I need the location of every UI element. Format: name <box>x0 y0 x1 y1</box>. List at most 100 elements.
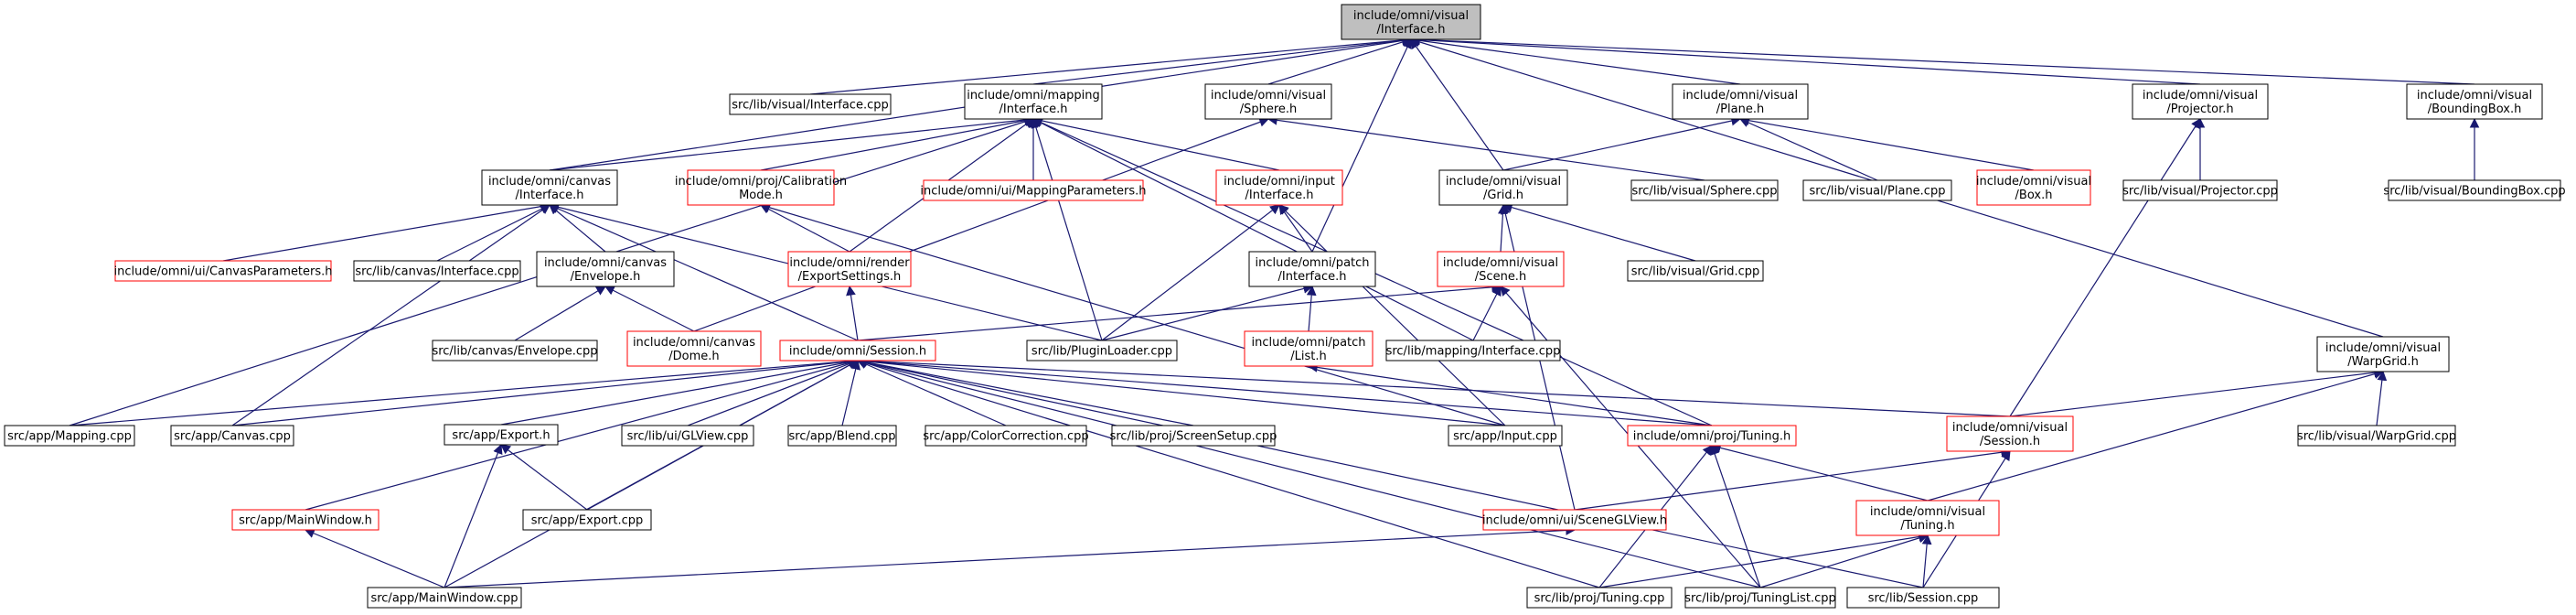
node-box <box>779 340 936 361</box>
node-box <box>2406 83 2543 120</box>
file-node-app-export-cpp[interactable]: src/app/Export.cpp <box>522 509 652 531</box>
file-node-app-canvas[interactable]: src/app/Canvas.cpp <box>170 425 294 447</box>
file-node-visual-session[interactable]: include/omni/visual/Session.h <box>1946 415 2074 452</box>
edge-session_h-to-render_export <box>846 285 859 341</box>
file-node-lib-warpgrid[interactable]: src/lib/visual/WarpGrid.cpp <box>2297 425 2456 447</box>
file-node-lib-plane[interactable]: src/lib/visual/Plane.cpp <box>1802 179 1952 201</box>
file-node-ui-sceneglview[interactable]: include/omni/ui/SceneGLView.h <box>1482 509 1667 531</box>
file-node-lib-canvas-iface[interactable]: src/lib/canvas/Interface.cpp <box>353 260 521 282</box>
file-node-lib-proj-tuning[interactable]: src/lib/proj/Tuning.cpp <box>1526 587 1673 609</box>
edge-line <box>549 114 1035 171</box>
edge-line <box>1032 35 1413 85</box>
edge-line <box>760 204 850 253</box>
node-label: /Interface.h <box>1377 23 1446 37</box>
node-box <box>231 509 379 531</box>
node-label: include/omni/proj/Calibration <box>675 175 847 189</box>
file-node-lib-session[interactable]: src/lib/Session.cpp <box>1846 587 2000 609</box>
file-node-patch-list[interactable]: include/omni/patch/List.h <box>1244 330 1374 367</box>
edge-lib_canvas_iface-to-canvas_iface <box>436 204 550 262</box>
node-box <box>1437 251 1565 287</box>
file-node-lib-glview[interactable]: src/lib/ui/GLView.cpp <box>621 425 754 447</box>
file-node-visual-bbox[interactable]: include/omni/visual/BoundingBox.h <box>2406 83 2543 120</box>
edge-lib_sphere-to-visual_sphere <box>1267 115 1705 181</box>
file-node-canvas-dome[interactable]: include/omni/canvas/Dome.h <box>626 330 762 367</box>
file-node-visual-sphere[interactable]: include/omni/visual/Sphere.h <box>1204 83 1332 120</box>
file-node-lib-plugin[interactable]: src/lib/PluginLoader.cpp <box>1026 340 1178 361</box>
file-node-lib-bbox[interactable]: src/lib/visual/BoundingBox.cpp <box>2383 179 2566 201</box>
node-box <box>1341 4 1481 40</box>
file-node-lib-mapping-iface[interactable]: src/lib/mapping/Interface.cpp <box>1385 340 1561 361</box>
file-node-visual-grid[interactable]: include/omni/visual/Grid.h <box>1438 169 1568 206</box>
edge-line <box>1410 38 1504 171</box>
file-node-lib-screensetup[interactable]: src/lib/proj/ScreenSetup.cpp <box>1110 425 1277 447</box>
edge-line <box>1574 447 2012 511</box>
file-node-app-mapping[interactable]: src/app/Mapping.cpp <box>4 425 135 447</box>
file-node-lib-envelope[interactable]: src/lib/canvas/Envelope.cpp <box>432 340 598 361</box>
node-label: src/lib/mapping/Interface.cpp <box>1386 345 1561 359</box>
edge-line <box>1472 286 1502 341</box>
edge-line <box>2376 370 2388 426</box>
node-box <box>1846 587 2000 609</box>
file-node-app-export-h[interactable]: src/app/Export.h <box>444 424 559 446</box>
edge-line <box>1409 35 1741 85</box>
file-node-ui-canvas-params[interactable]: include/omni/ui/CanvasParameters.h <box>113 260 333 282</box>
file-node-visual-plane[interactable]: include/omni/visual/Plane.h <box>1672 83 1809 120</box>
file-node-canvas-envelope[interactable]: include/omni/canvas/Envelope.h <box>536 251 675 287</box>
node-label: /Session.h <box>1980 435 2040 448</box>
node-box <box>1438 169 1568 206</box>
node-label: include/omni/visual <box>2325 341 2441 355</box>
node-label: /Box.h <box>2015 189 2053 202</box>
node-label: src/lib/visual/Sphere.cpp <box>1631 185 1777 199</box>
node-label: include/omni/render <box>789 256 910 270</box>
node-box <box>1684 587 1836 609</box>
file-node-mapping-iface[interactable]: include/omni/mapping/Interface.h <box>964 83 1103 120</box>
edge-lib_mapping_iface-to-mapping_iface <box>1032 118 1474 341</box>
edge-line <box>549 203 859 341</box>
file-node-app-mainwindow-h[interactable]: src/app/MainWindow.h <box>231 509 379 531</box>
node-box <box>1385 340 1561 361</box>
node-label: include/omni/canvas <box>544 256 667 270</box>
edge-visual_projector-to-root <box>1409 35 2201 85</box>
file-node-patch-iface[interactable]: include/omni/patch/Interface.h <box>1248 251 1376 287</box>
file-node-app-input[interactable]: src/app/Input.cpp <box>1448 425 1563 447</box>
file-node-render-export[interactable]: include/omni/render/ExportSettings.h <box>787 251 912 287</box>
node-label: include/omni/visual <box>1870 505 1985 519</box>
node-box <box>114 260 332 282</box>
file-node-visual-box[interactable]: include/omni/visual/Box.h <box>1976 169 2091 206</box>
file-node-lib-tuninglist[interactable]: src/lib/proj/TuningList.cpp <box>1684 587 1836 609</box>
edge-line <box>856 356 1506 426</box>
node-box <box>1672 83 1809 120</box>
file-node-lib-projector[interactable]: src/lib/visual/Projector.cpp <box>2122 179 2278 201</box>
node-label: src/lib/canvas/Envelope.cpp <box>432 345 597 359</box>
file-node-input-iface[interactable]: include/omni/input/Interface.h <box>1215 169 1343 206</box>
edge-line <box>759 202 1506 426</box>
edge-line <box>1409 35 2201 85</box>
edge-visual_bbox-to-root <box>1409 35 2475 85</box>
file-node-visual-warpgrid[interactable]: include/omni/visual/WarpGrid.h <box>2316 336 2450 372</box>
file-node-lib-grid[interactable]: src/lib/visual/Grid.cpp <box>1627 260 1764 282</box>
edge-line <box>514 286 606 341</box>
edge-line <box>1032 118 1474 341</box>
node-label: src/app/Mapping.cpp <box>7 430 132 444</box>
file-node-app-blend[interactable]: src/app/Blend.cpp <box>787 425 897 447</box>
file-node-canvas-iface[interactable]: include/omni/canvas/Interface.h <box>481 169 618 206</box>
file-node-ui-mapping-params[interactable]: include/omni/ui/MappingParameters.h <box>920 179 1147 201</box>
file-node-visual-scene[interactable]: include/omni/visual/Scene.h <box>1437 251 1565 287</box>
file-node-app-mainwindow-cpp[interactable]: src/app/MainWindow.cpp <box>367 587 522 609</box>
edge-line <box>444 443 503 588</box>
node-label: src/lib/visual/Interface.cpp <box>732 99 888 113</box>
file-node-proj-tuning-h[interactable]: include/omni/proj/Tuning.h <box>1627 425 1797 447</box>
node-label: src/lib/proj/ScreenSetup.cpp <box>1110 430 1277 444</box>
edge-lib_plane-to-visual_plane <box>1739 118 1878 181</box>
file-node-visual-tuning[interactable]: include/omni/visual/Tuning.h <box>1855 500 2000 536</box>
node-box <box>536 251 675 287</box>
node-label: Mode.h <box>739 189 783 202</box>
file-node-visual-projector[interactable]: include/omni/visual/Projector.h <box>2132 83 2269 120</box>
file-node-app-colorcorr[interactable]: src/app/ColorCorrection.cpp <box>923 425 1089 447</box>
file-node-lib-visual-iface[interactable]: src/lib/visual/Interface.cpp <box>729 93 892 115</box>
file-node-lib-sphere[interactable]: src/lib/visual/Sphere.cpp <box>1630 179 1779 201</box>
edge-visual_plane-to-root <box>1409 35 1741 85</box>
edge-lib_mapping_iface-to-visual_scene <box>1472 286 1502 341</box>
file-node-session-h[interactable]: include/omni/Session.h <box>779 340 936 361</box>
